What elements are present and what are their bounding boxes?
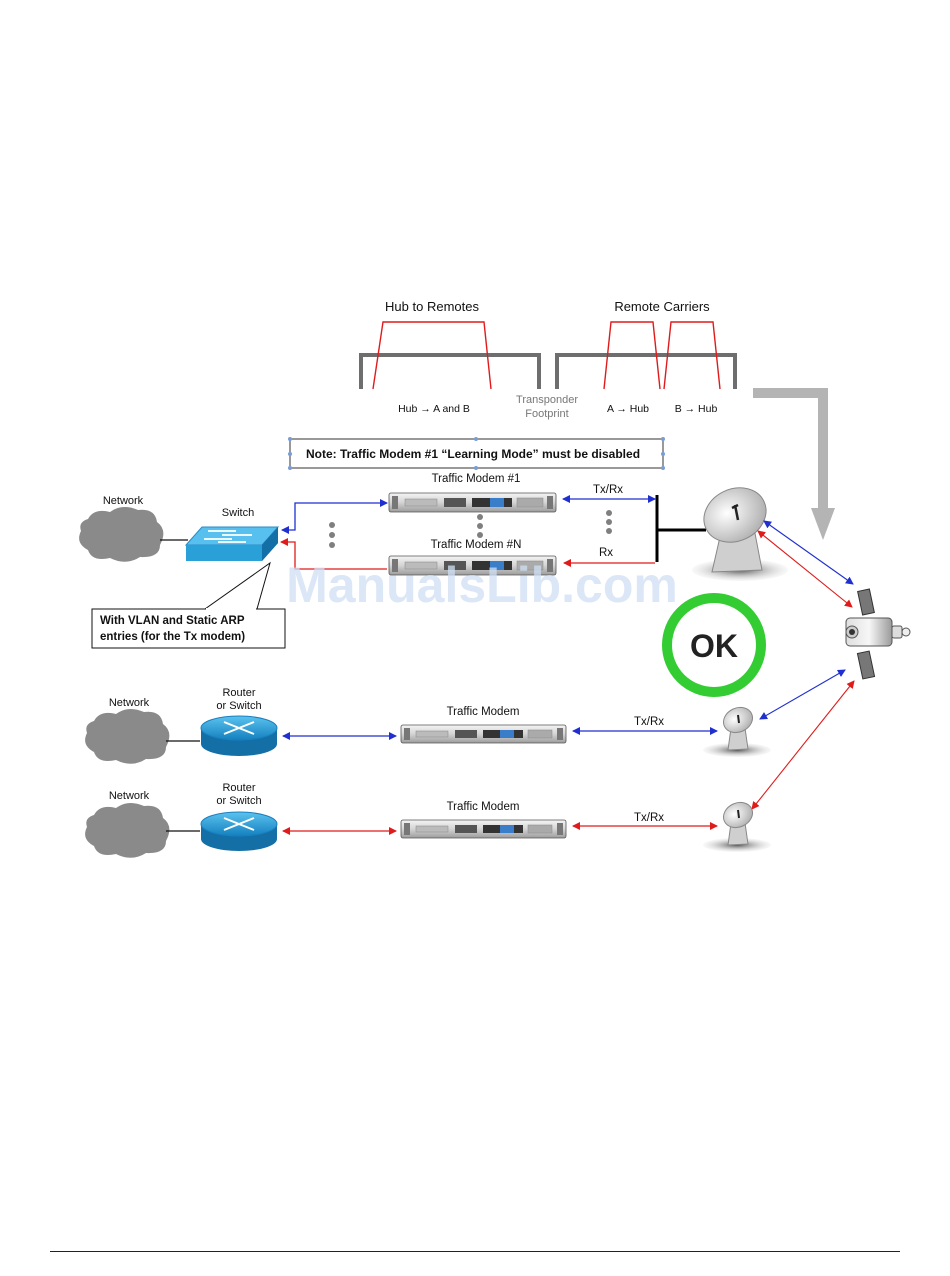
remote-b-network-cloud <box>85 802 170 858</box>
switch-to-modem1-tx-link <box>281 499 388 534</box>
more-modems-dots <box>329 510 612 548</box>
remote-b-traffic-modem <box>400 819 567 839</box>
sat-hub-red-link <box>757 530 853 608</box>
transponder-label-line2: Footprint <box>525 408 568 420</box>
callout-line2: entries (for the Tx modem) <box>100 631 245 643</box>
sat-remote-b-red-link <box>751 680 855 810</box>
sat-remote-a-blue-link <box>759 669 846 720</box>
antenna-feed-bracket <box>655 495 706 562</box>
remote-b-router-icon <box>200 811 278 851</box>
remote-b-txrx-label: Tx/Rx <box>634 812 664 824</box>
remote-b-router-line1: Router <box>222 782 255 794</box>
note-box: Note: Traffic Modem #1 “Learning Mode” m… <box>288 437 665 470</box>
hub-antenna-icon <box>692 487 788 581</box>
a-carrier-shape <box>603 321 661 390</box>
vlan-callout: With VLAN and Static ARP entries (for th… <box>91 561 286 649</box>
hub-txrx-label: Tx/Rx <box>593 484 623 496</box>
callout-line1: With VLAN and Static ARP <box>100 615 245 627</box>
remote-a-modem-label: Traffic Modem <box>447 706 520 718</box>
remote-a-router-line2: or Switch <box>216 700 261 712</box>
remote-a-traffic-modem <box>400 724 567 744</box>
remote-a-network-label: Network <box>109 697 150 709</box>
remote-b-antenna-icon <box>703 801 771 852</box>
modem1-label: Traffic Modem #1 <box>432 473 521 485</box>
ok-text: OK <box>690 628 738 664</box>
hub-switch-icon <box>184 526 280 561</box>
remote-b-network-label: Network <box>109 790 150 802</box>
hub-carrier-label: Hub → A and B <box>398 403 470 415</box>
hub-rx-label: Rx <box>599 547 613 559</box>
remote-a-antenna-icon <box>703 706 771 757</box>
traffic-modem-n <box>388 555 557 576</box>
remote-b-modem-label: Traffic Modem <box>447 801 520 813</box>
b-carrier-label: B → Hub <box>675 403 718 415</box>
transponder-label-line1: Transponder <box>516 394 578 406</box>
ok-status-badge: OK <box>662 593 766 697</box>
hub-switch-label: Switch <box>222 507 254 519</box>
hub-group-title: Hub to Remotes <box>385 299 479 314</box>
hub-network-cloud <box>79 506 164 562</box>
transponder-footprint <box>359 353 737 389</box>
remote-a-router-icon <box>200 715 278 756</box>
traffic-modem-1 <box>388 492 557 513</box>
satellite-icon <box>845 588 911 680</box>
remote-a-network-cloud <box>85 708 170 764</box>
hub-network-label: Network <box>103 495 144 507</box>
remote-a-txrx-label: Tx/Rx <box>634 716 664 728</box>
note-text: Note: Traffic Modem #1 “Learning Mode” m… <box>306 447 640 461</box>
page-footer-rule <box>50 1251 900 1252</box>
remote-b-router-line2: or Switch <box>216 795 261 807</box>
b-carrier-shape <box>663 321 721 390</box>
modemN-to-switch-rx-link <box>280 538 387 570</box>
remote-group-title: Remote Carriers <box>614 299 710 314</box>
modemN-label: Traffic Modem #N <box>431 539 522 551</box>
a-carrier-label: A → Hub <box>607 403 649 415</box>
remote-a-router-line1: Router <box>222 687 255 699</box>
hub-carrier-shape <box>372 321 492 390</box>
watermark-text: ManualsLib.com <box>286 557 678 613</box>
